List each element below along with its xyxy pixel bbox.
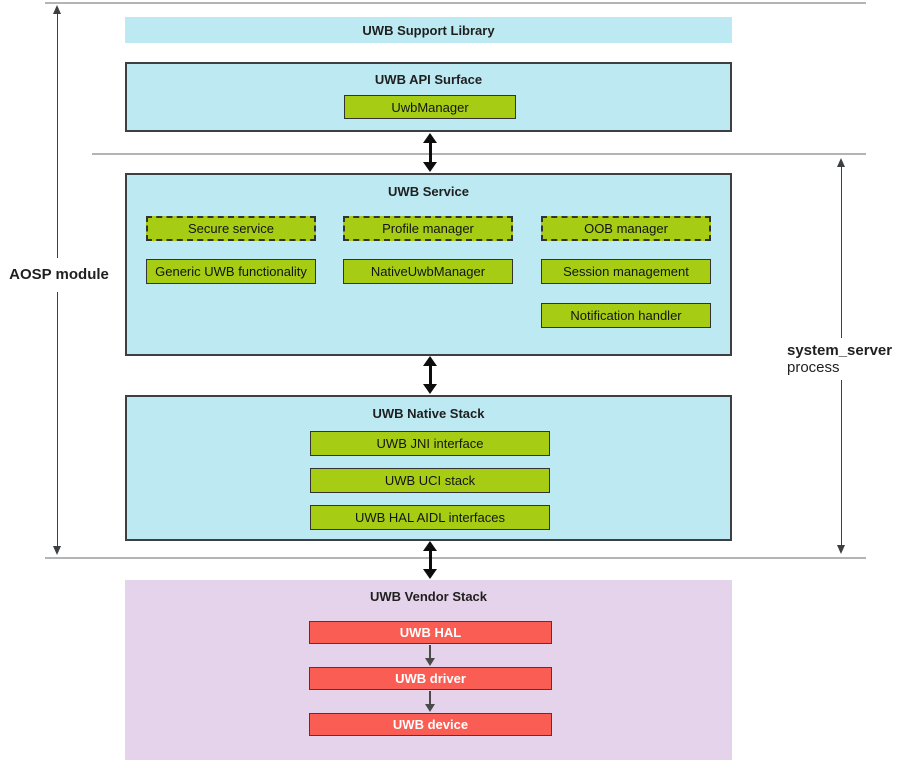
uwb-api-surface-title: UWB API Surface: [374, 72, 483, 87]
uwb-device-box: UWB device: [309, 713, 552, 736]
separator-line-middle: [92, 153, 866, 155]
uwb-hal-aidl-interfaces-box: UWB HAL AIDL interfaces: [310, 505, 550, 530]
generic-uwb-functionality-box: Generic UWB functionality: [146, 259, 316, 284]
arrow-down-icon: [425, 658, 435, 666]
uwb-native-stack-title: UWB Native Stack: [372, 406, 485, 421]
arrow-up-icon: [423, 541, 437, 551]
aosp-bracket-arrow-top: [53, 5, 62, 258]
arrow-shaft: [429, 691, 431, 707]
arrow-shaft: [429, 645, 431, 661]
arrow-shaft: [840, 380, 843, 546]
secure-service-box: Secure service: [146, 216, 316, 241]
uwbmanager-box: UwbManager: [344, 95, 516, 119]
uwb-vendor-stack-title: UWB Vendor Stack: [369, 589, 488, 604]
arrow-shaft: [840, 166, 843, 338]
system-server-label-line1: system_server: [787, 342, 893, 359]
driver-device-arrow-icon: [425, 691, 435, 712]
uwb-uci-stack-box: UWB UCI stack: [310, 468, 550, 493]
arrow-shaft: [428, 140, 432, 165]
arrow-down-icon: [423, 384, 437, 394]
arrow-up-icon: [423, 356, 437, 366]
arrow-down-icon: [423, 569, 437, 579]
separator-line-top: [45, 2, 866, 4]
uwb-driver-box: UWB driver: [309, 667, 552, 690]
session-management-box: Session management: [541, 259, 711, 284]
uwb-hal-box: UWB HAL: [309, 621, 552, 644]
system-server-label-line2: process: [787, 359, 840, 376]
arrow-up-icon: [53, 5, 61, 14]
oob-manager-box: OOB manager: [541, 216, 711, 241]
api-service-double-arrow-icon: [423, 133, 437, 172]
arrow-shaft: [56, 292, 59, 547]
system-server-bracket-arrow-bottom: [837, 380, 846, 554]
uwb-jni-interface-box: UWB JNI interface: [310, 431, 550, 456]
arrow-down-icon: [423, 162, 437, 172]
arrow-shaft: [56, 13, 59, 258]
hal-driver-arrow-icon: [425, 645, 435, 666]
uwb-support-library-title: UWB Support Library: [362, 23, 495, 38]
arrow-down-icon: [53, 546, 61, 555]
arrow-down-icon: [837, 545, 845, 554]
arrow-shaft: [428, 363, 432, 387]
uwb-support-library-box: UWB Support Library: [125, 17, 732, 43]
arrow-down-icon: [425, 704, 435, 712]
profile-manager-box: Profile manager: [343, 216, 513, 241]
nativeuwbmanager-box: NativeUwbManager: [343, 259, 513, 284]
notification-handler-box: Notification handler: [541, 303, 711, 328]
arrow-up-icon: [837, 158, 845, 167]
system-server-label: system_server process: [787, 342, 892, 376]
separator-line-bottom: [45, 557, 866, 559]
uwb-service-title: UWB Service: [388, 184, 469, 199]
native-vendor-double-arrow-icon: [423, 541, 437, 579]
aosp-module-label: AOSP module: [9, 266, 109, 283]
arrow-shaft: [428, 548, 432, 572]
service-native-double-arrow-icon: [423, 356, 437, 394]
aosp-bracket-arrow-bottom: [53, 292, 62, 555]
system-server-bracket-arrow-top: [837, 158, 846, 338]
arrow-up-icon: [423, 133, 437, 143]
